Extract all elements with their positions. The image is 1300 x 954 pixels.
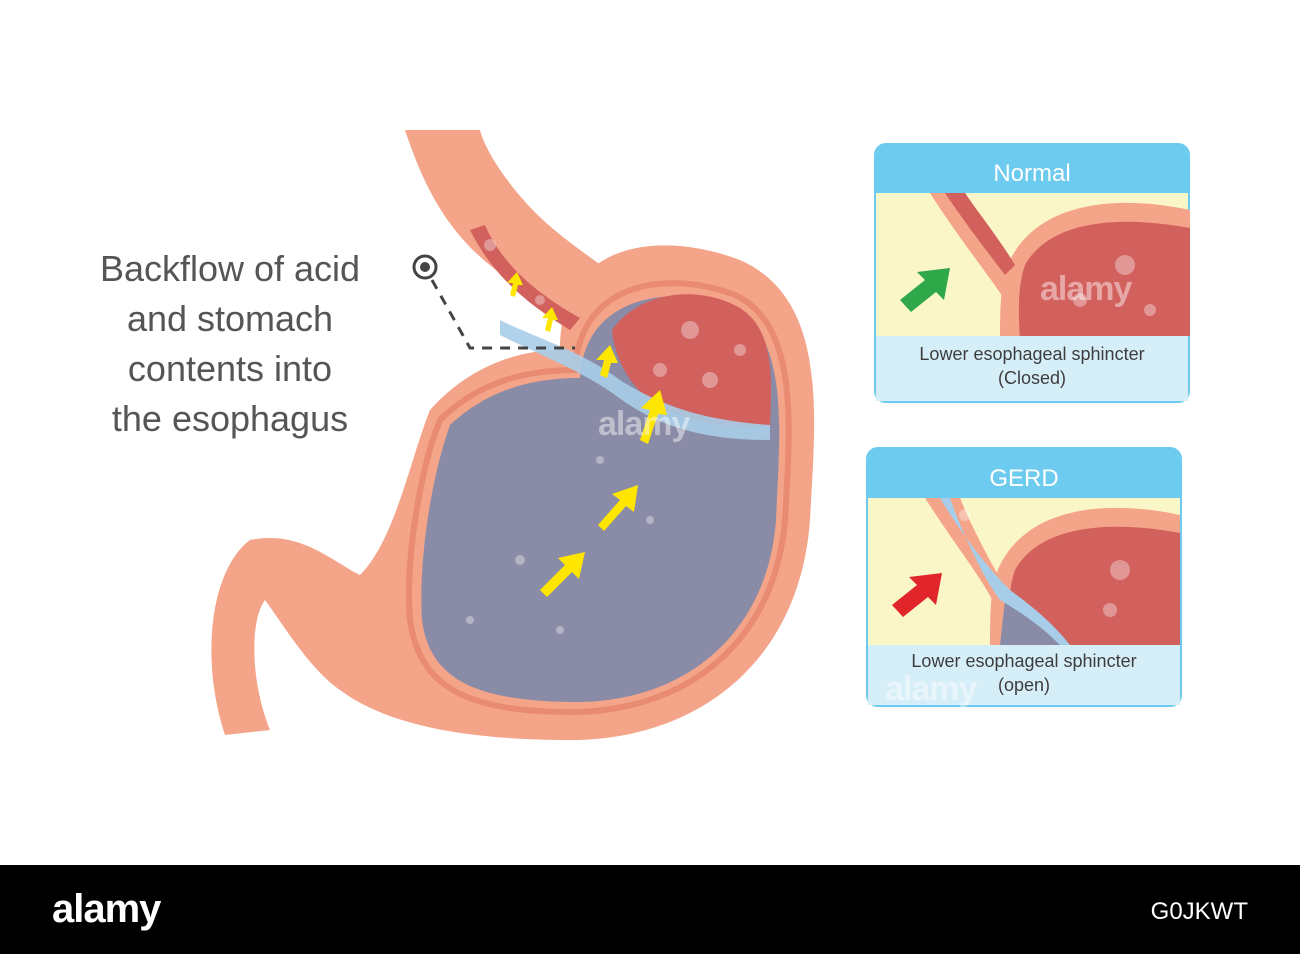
stomach-fundus [612,294,772,427]
panel-normal-caption-line1: Lower esophageal sphincter [919,344,1145,364]
callout-pointer [412,254,575,350]
panel-gerd [866,447,1182,707]
reflux-arrows [507,272,667,597]
panel-gerd-caption: Lower esophageal sphincter (open) [866,649,1182,697]
acid-surface [500,320,770,440]
panel-normal-caption: Lower esophageal sphincter (Closed) [874,342,1190,390]
footer-bar: alamy G0JKWT [0,865,1300,954]
stomach-illustration [211,130,1190,740]
gerd-arrow [892,573,942,617]
esophagus-lumen [470,225,580,330]
callout-line-1: Backflow of acid [99,248,361,289]
panel-normal [874,143,1190,403]
normal-arrow [900,268,950,312]
backflow-callout: Backflow of acid and stomach contents in… [60,244,400,444]
panel-gerd-caption-line2: (open) [997,675,1051,695]
panel-normal-caption-line2: (Closed) [997,368,1067,388]
stomach-lining [406,280,792,716]
brand-logo: alamy [52,887,161,931]
panel-normal-title: Normal [993,160,1071,187]
callout-line-4: the esophagus [111,398,349,439]
callout-line-2: and stomach [126,298,334,339]
callout-line-3: contents into [127,348,333,389]
panel-gerd-title: GERD [989,465,1059,492]
gas-bubbles [466,239,746,634]
panel-gerd-caption-line1: Lower esophageal sphincter [911,651,1137,671]
image-id: G0JKWT [1150,898,1248,925]
